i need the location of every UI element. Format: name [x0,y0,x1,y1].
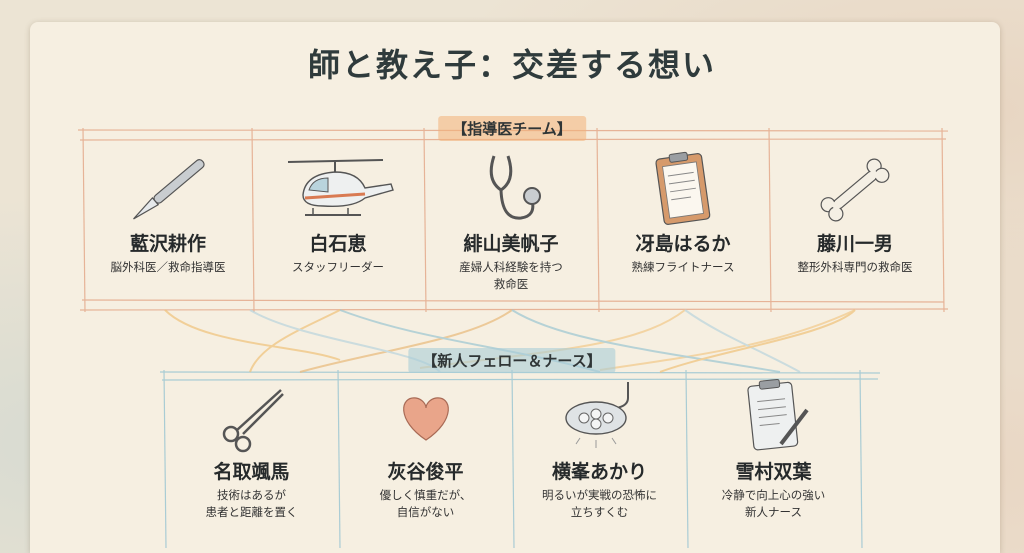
mentor-card-saejima: 冴島はるか 熟練フライトナース [598,150,768,276]
fellow-role: 技術はあるが 患者と距離を置く [205,488,298,519]
surgical-lamp-icon [513,378,686,458]
mentor-name: 冴島はるか [635,233,731,255]
mentor-team-banner: 【指導医チーム】 [438,116,586,141]
fellow-name: 横峯あかり [551,461,647,483]
fellow-card-yukimura: 雪村双葉 冷静で向上心の強い 新人ナース [687,378,860,521]
mentor-card-shiraishi: 白石恵 スタッフリーダー [253,150,423,276]
mentor-name: 藤川一男 [816,233,893,255]
fellow-name: 灰谷俊平 [387,461,464,483]
paper-sheet [30,22,1000,553]
stethoscope-icon [426,150,596,230]
mentor-card-fujikawa: 藤川一男 整形外科専門の救命医 [770,150,940,276]
mentor-role: 産婦人科経験を持つ 救命医 [459,260,563,291]
mentor-name: 白石恵 [309,233,367,255]
mentor-card-aizawa: 藍沢耕作 脳外科医／救命指導医 [83,150,253,276]
clipboard-pen-icon [687,378,860,458]
fellow-card-natori: 名取颯馬 技術はあるが 患者と距離を置く [165,378,338,521]
heart-icon [339,378,512,458]
mentor-role: 脳外科医／救命指導医 [110,260,226,274]
clipboard-icon [598,150,768,230]
fellow-team-banner: 【新人フェロー＆ナース】 [408,348,616,373]
mentor-role: 整形外科専門の救命医 [797,260,913,274]
fellow-role: 明るいが実戦の恐怖に 立ちすくむ [542,488,657,519]
page-title: 師と教え子：交差する想い [307,46,716,84]
fellow-name: 雪村双葉 [735,461,812,483]
mentor-role: 熟練フライトナース [631,260,735,274]
forceps-icon [165,378,338,458]
helicopter-icon [253,150,423,230]
bone-icon [770,150,940,230]
mentor-role: スタッフリーダー [292,260,384,274]
mentor-name: 緋山美帆子 [463,233,559,255]
fellow-card-haiya: 灰谷俊平 優しく慎重だが、 自信がない [339,378,512,521]
scalpel-icon [83,150,253,230]
fellow-card-yokomine: 横峯あかり 明るいが実戦の恐怖に 立ちすくむ [513,378,686,521]
mentor-card-hiyama: 緋山美帆子 産婦人科経験を持つ 救命医 [426,150,596,293]
fellow-role: 冷静で向上心の強い 新人ナース [721,488,826,519]
fellow-role: 優しく慎重だが、 自信がない [379,488,472,519]
mentor-name: 藍沢耕作 [129,233,206,255]
fellow-name: 名取颯馬 [213,461,290,483]
